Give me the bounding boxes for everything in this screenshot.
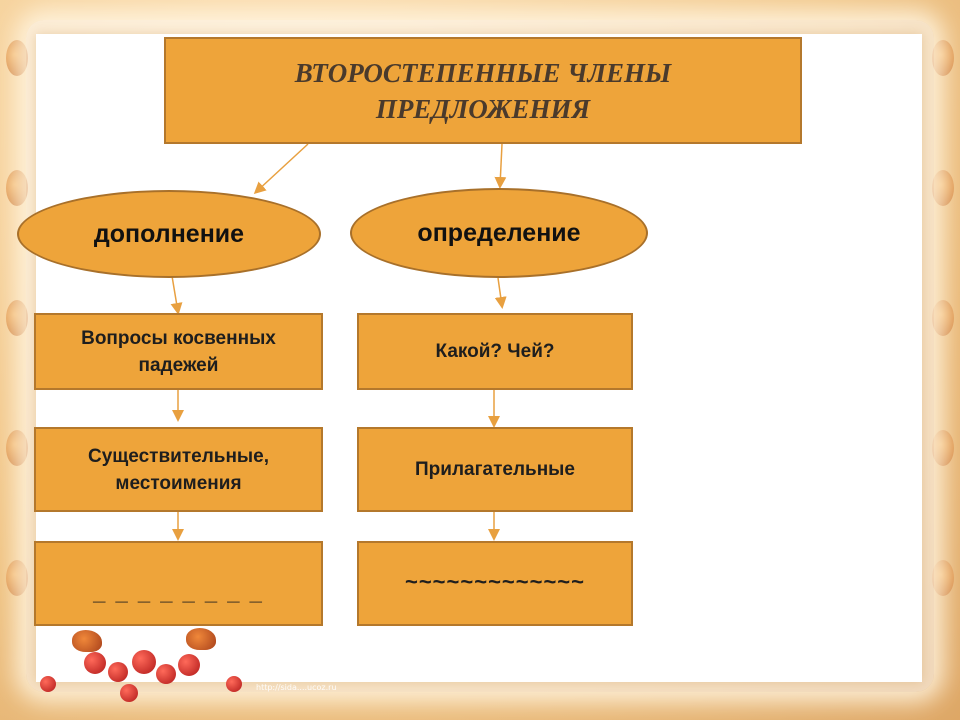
arrow-title-to-left-oval xyxy=(253,143,309,195)
right-underline-symbol: ~~~~~~~~~~~~~ xyxy=(404,569,586,594)
oval-opredelenie: определение xyxy=(350,188,648,278)
berry-decoration xyxy=(178,654,200,676)
berry-decoration xyxy=(120,684,138,702)
leaf-decoration xyxy=(932,430,954,466)
right-parts-box: Прилагательные xyxy=(357,427,633,512)
leaf-decoration xyxy=(6,40,28,76)
leaf-decoration xyxy=(932,300,954,336)
right-question-box: Какой? Чей? xyxy=(357,313,633,390)
left-underline-symbol: _ _ _ _ _ _ _ _ xyxy=(93,580,264,605)
leaf-decoration xyxy=(6,430,28,466)
berry-decoration xyxy=(156,664,176,684)
leaf-decoration xyxy=(6,170,28,206)
arrow-right-oval-to-question xyxy=(494,277,507,309)
oval-dopolnenie-label: дополнение xyxy=(93,219,245,248)
right-parts-text: Прилагательные xyxy=(415,459,575,480)
right-question-text: Какой? Чей? xyxy=(435,341,555,362)
oval-dopolnenie: дополнение xyxy=(17,190,321,278)
title-line-1: ВТОРОСТЕПЕННЫЕ ЧЛЕНЫ xyxy=(294,57,672,88)
leaf-decoration xyxy=(932,40,954,76)
leaf-decoration xyxy=(932,560,954,596)
berry-decoration xyxy=(84,652,106,674)
left-question-line-1: Вопросы косвенных xyxy=(81,327,276,349)
left-underline-box: _ _ _ _ _ _ _ _ xyxy=(34,541,323,626)
oval-opredelenie-label: определение xyxy=(417,218,581,247)
berry-decoration xyxy=(40,676,56,692)
berry-decoration xyxy=(108,662,128,682)
right-underline-box: ~~~~~~~~~~~~~ xyxy=(357,541,633,626)
bird-decoration xyxy=(186,628,216,650)
arrow-title-to-right-oval xyxy=(494,143,507,189)
bird-decoration xyxy=(72,630,102,652)
left-question-line-2: падежей xyxy=(138,354,219,376)
arrow-left-oval-to-question xyxy=(170,275,183,315)
leaf-decoration xyxy=(932,170,954,206)
left-question-box: Вопросы косвенных падежей xyxy=(34,313,323,390)
left-parts-line-1: Существительные, xyxy=(87,445,270,467)
title-box: ВТОРОСТЕПЕННЫЕ ЧЛЕНЫ ПРЕДЛОЖЕНИЯ xyxy=(164,37,802,144)
berry-decoration xyxy=(132,650,156,674)
watermark-url: http://sida....ucoz.ru xyxy=(256,683,337,692)
leaf-decoration xyxy=(6,560,28,596)
left-parts-box: Существительные, местоимения xyxy=(34,427,323,512)
leaf-decoration xyxy=(6,300,28,336)
title-line-2: ПРЕДЛОЖЕНИЯ xyxy=(375,93,591,124)
berry-decoration xyxy=(226,676,242,692)
left-parts-line-2: местоимения xyxy=(115,472,242,494)
